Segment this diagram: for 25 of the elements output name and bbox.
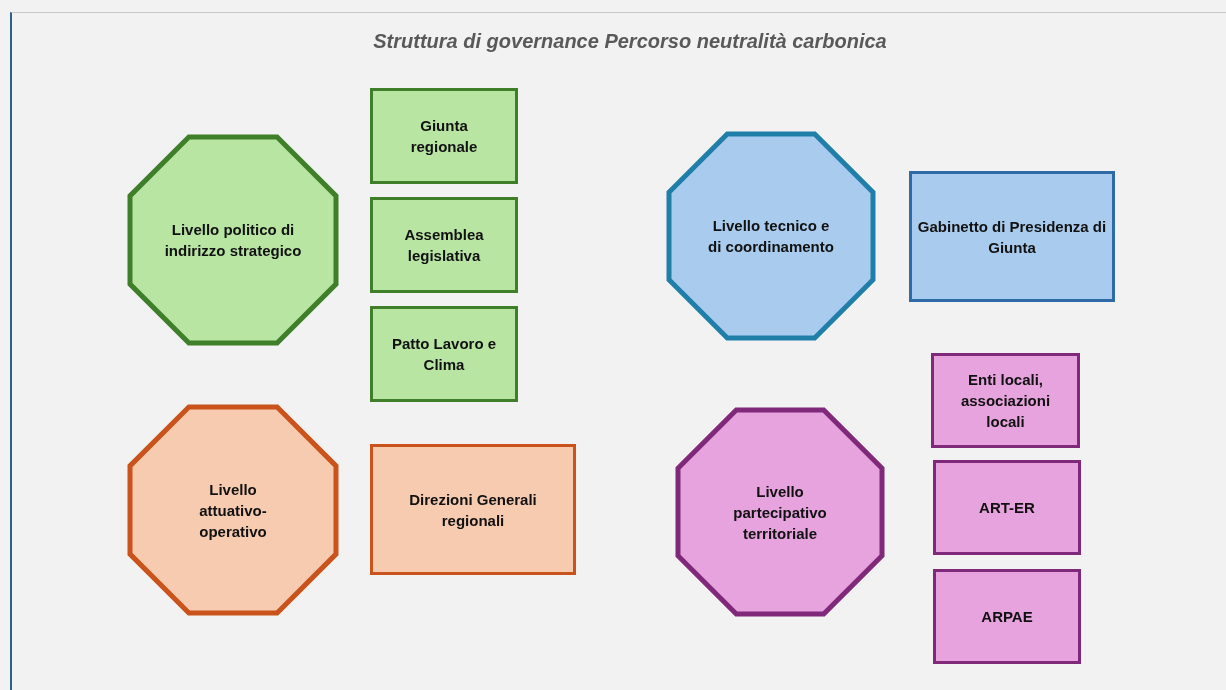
- node-label: Giunta regionale: [409, 116, 479, 157]
- node-label: Enti locali, associazioni locali: [959, 370, 1052, 432]
- node-label: ART-ER: [978, 498, 1036, 518]
- body-box: [370, 444, 576, 575]
- body-box: [370, 88, 518, 184]
- body-box: [933, 569, 1081, 664]
- node-label: Livello tecnico e di coordinamento: [707, 216, 835, 257]
- node-label: Gabinetto di Presidenza di Giunta: [917, 216, 1107, 258]
- level-octagon: [676, 408, 884, 616]
- node-label: Livello attuativo-operativo: [198, 479, 268, 542]
- level-octagon: [667, 132, 875, 340]
- node-label: Assemblea legislativa: [403, 225, 485, 266]
- body-box: [909, 171, 1115, 302]
- body-box: [370, 197, 518, 293]
- node-label: Livello politico di indirizzo strategico: [163, 220, 303, 261]
- body-box: [931, 353, 1080, 448]
- level-octagon: [128, 405, 338, 615]
- body-box: [933, 460, 1081, 555]
- node-label: ARPAE: [980, 607, 1034, 627]
- node-label: Patto Lavoro e Clima: [390, 334, 498, 375]
- diagram-title: Struttura di governance Percorso neutralità carbonica: [372, 30, 888, 53]
- node-label: Direzioni Generali regionali: [408, 489, 538, 531]
- node-label: Livello partecipativo territoriale: [732, 481, 828, 544]
- level-octagon: [128, 135, 338, 345]
- body-box: [370, 306, 518, 402]
